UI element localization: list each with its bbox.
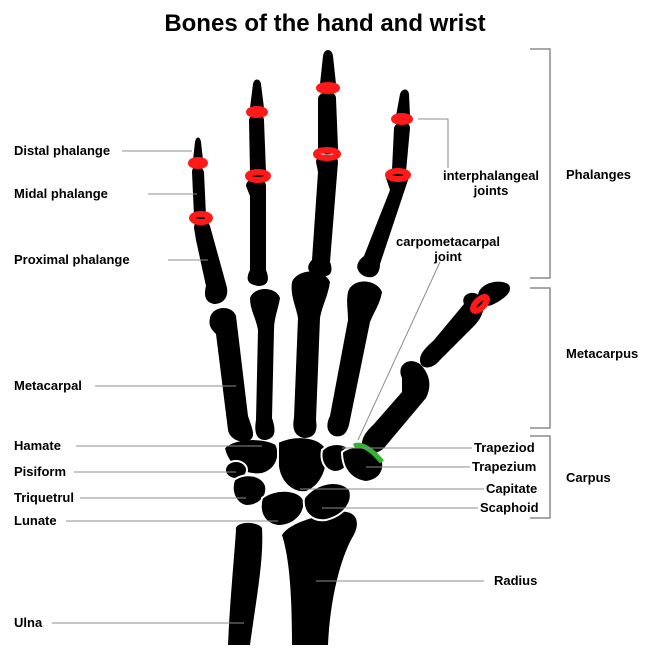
proximal-phalanx-3 bbox=[308, 154, 338, 277]
ulna-bone bbox=[228, 522, 263, 645]
label-hamate: Hamate bbox=[14, 438, 61, 453]
label-trapeziod: Trapeziod bbox=[474, 440, 535, 455]
label-capitate: Capitate bbox=[486, 481, 538, 496]
joint-pip-5 bbox=[189, 211, 213, 225]
label-scaphoid: Scaphoid bbox=[480, 500, 539, 515]
joint-dip-4 bbox=[246, 106, 268, 118]
distal-phalanx-bones bbox=[193, 50, 511, 306]
middle-phalanx-bones bbox=[192, 92, 410, 221]
group-brackets bbox=[530, 48, 551, 519]
metacarpal-3 bbox=[291, 271, 330, 438]
distal-phalanx-2 bbox=[396, 89, 410, 116]
joint-dip-2 bbox=[391, 113, 413, 125]
interphalangeal-joints bbox=[188, 82, 490, 314]
leader-carpometacarpal bbox=[357, 261, 441, 441]
distal-phalanx-4 bbox=[250, 79, 264, 108]
group-label-phalanges: Phalanges bbox=[566, 167, 632, 182]
leader-interphalangeal bbox=[418, 118, 449, 168]
metacarpal-2 bbox=[327, 281, 382, 437]
label-interphalangeal-joints: interphalangeal joints bbox=[436, 168, 546, 198]
metacarpal-bones bbox=[209, 271, 430, 453]
label-interphalangeal-line2: joints bbox=[473, 183, 509, 198]
carpal-bones bbox=[222, 436, 385, 528]
group-label-metacarpus: Metacarpus bbox=[566, 346, 639, 361]
forearm-bones bbox=[228, 511, 357, 645]
joint-pip-4 bbox=[245, 169, 271, 183]
bracket-carpus bbox=[530, 435, 551, 519]
bracket-phalanges bbox=[530, 48, 551, 279]
capitate-bone bbox=[277, 436, 328, 494]
scaphoid-bone bbox=[302, 482, 352, 522]
joint-ip-1 bbox=[470, 294, 490, 314]
label-lunate: Lunate bbox=[14, 513, 57, 528]
label-distal-phalange: Distal phalange bbox=[14, 143, 111, 158]
middle-phalanx-2 bbox=[391, 122, 410, 178]
label-trapezium: Trapezium bbox=[472, 459, 537, 474]
label-midal-phalange: Midal phalange bbox=[14, 186, 108, 201]
metacarpal-4 bbox=[250, 289, 280, 440]
label-carpometacarpal-line2: joint bbox=[434, 249, 462, 264]
label-interphalangeal-line1: interphalangeal bbox=[442, 168, 540, 183]
middle-phalanx-5 bbox=[192, 166, 206, 221]
middle-phalanx-3 bbox=[318, 92, 338, 154]
joint-dip-5 bbox=[188, 157, 208, 169]
label-ulna: Ulna bbox=[14, 615, 43, 630]
group-label-carpus: Carpus bbox=[566, 470, 611, 485]
proximal-phalanx-4 bbox=[246, 178, 268, 286]
label-pisiform: Pisiform bbox=[14, 464, 67, 479]
diagram-title: Bones of the hand and wrist bbox=[164, 10, 486, 37]
label-metacarpal: Metacarpal bbox=[14, 378, 82, 393]
label-carpometacarpal-joint: carpometacarpal joint bbox=[393, 234, 503, 264]
label-triquetrul: Triquetrul bbox=[14, 490, 74, 505]
joint-pip-3 bbox=[313, 147, 341, 161]
lunate-bone bbox=[259, 489, 306, 528]
distal-phalanx-3 bbox=[320, 50, 336, 84]
proximal-phalanx-1 bbox=[420, 292, 484, 368]
middle-phalanx-4 bbox=[249, 114, 266, 178]
carpometacarpal-joint bbox=[352, 442, 384, 464]
bracket-metacarpus bbox=[530, 287, 551, 429]
leader-lines bbox=[52, 118, 484, 624]
joint-dip-3 bbox=[316, 82, 340, 94]
joint-pip-2 bbox=[385, 168, 411, 182]
proximal-phalanx-bones bbox=[194, 154, 484, 368]
proximal-phalanx-2 bbox=[357, 171, 408, 278]
label-radius: Radius bbox=[494, 573, 538, 588]
metacarpal-1 bbox=[362, 361, 430, 453]
proximal-phalanx-5 bbox=[194, 219, 228, 304]
radius-bone bbox=[282, 511, 357, 645]
label-carpometacarpal-line1: carpometacarpal bbox=[395, 234, 501, 249]
metacarpal-5 bbox=[209, 307, 254, 442]
trapezium-bone bbox=[340, 446, 385, 484]
label-proximal-phalange: Proximal phalange bbox=[14, 252, 130, 267]
distal-phalanx-5 bbox=[193, 137, 203, 160]
